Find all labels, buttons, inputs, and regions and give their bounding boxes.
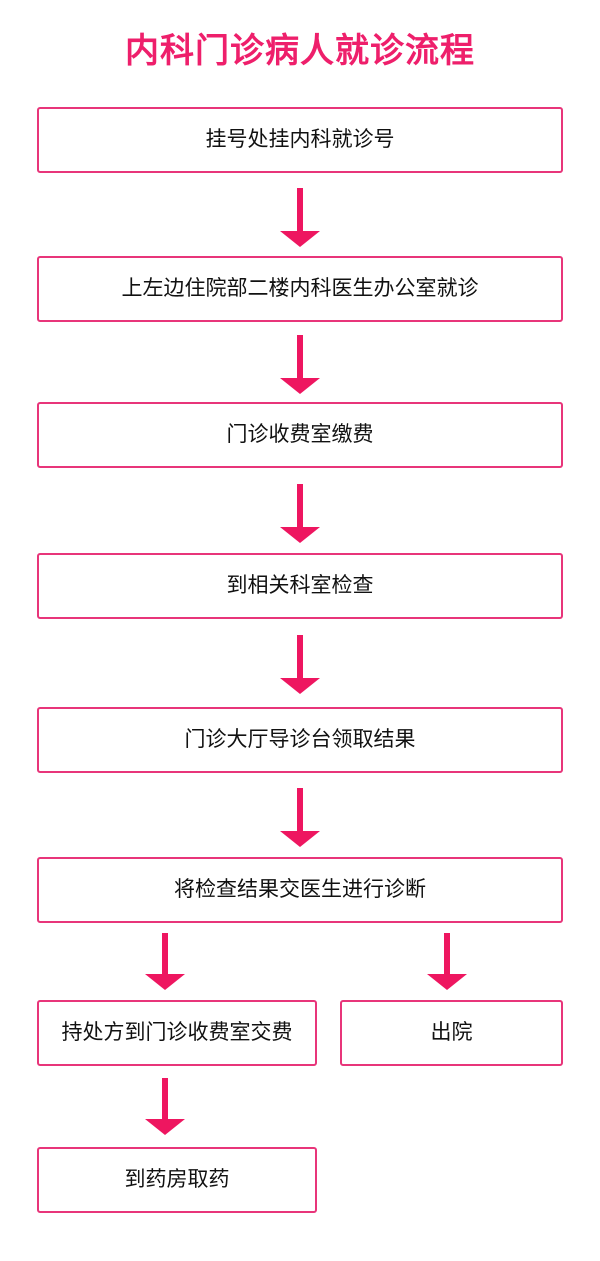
step-pharmacy-label: 到药房取药 (124, 1167, 230, 1192)
step-consultation-label: 上左边住院部二楼内科医生办公室就诊 (121, 276, 479, 301)
step-diagnosis-label: 将检查结果交医生进行诊断 (174, 877, 426, 902)
step-register-label: 挂号处挂内科就诊号 (205, 127, 395, 152)
step-pay-prescription: 持处方到门诊收费室交费 (37, 1000, 317, 1066)
page-title: 内科门诊病人就诊流程 (125, 31, 475, 71)
step-collect-results: 门诊大厅导诊台领取结果 (37, 707, 563, 773)
step-discharge-label: 出院 (430, 1020, 473, 1045)
arrow-down-icon (280, 635, 320, 694)
arrow-down-icon (280, 484, 320, 543)
step-collect-results-label: 门诊大厅导诊台领取结果 (184, 727, 416, 752)
arrow-down-icon (145, 933, 185, 990)
arrow-down-icon (280, 188, 320, 247)
step-pharmacy: 到药房取药 (37, 1147, 317, 1213)
step-payment-label: 门诊收费室缴费 (226, 422, 374, 447)
arrow-down-icon (280, 788, 320, 847)
step-payment: 门诊收费室缴费 (37, 402, 563, 468)
step-register: 挂号处挂内科就诊号 (37, 107, 563, 173)
step-examination: 到相关科室检查 (37, 553, 563, 619)
arrow-down-icon (145, 1078, 185, 1135)
step-diagnosis: 将检查结果交医生进行诊断 (37, 857, 563, 923)
step-consultation: 上左边住院部二楼内科医生办公室就诊 (37, 256, 563, 322)
arrow-down-icon (280, 335, 320, 394)
step-examination-label: 到相关科室检查 (226, 573, 374, 598)
arrow-down-icon (427, 933, 467, 990)
step-discharge: 出院 (340, 1000, 563, 1066)
step-pay-prescription-label: 持处方到门诊收费室交费 (61, 1020, 293, 1045)
